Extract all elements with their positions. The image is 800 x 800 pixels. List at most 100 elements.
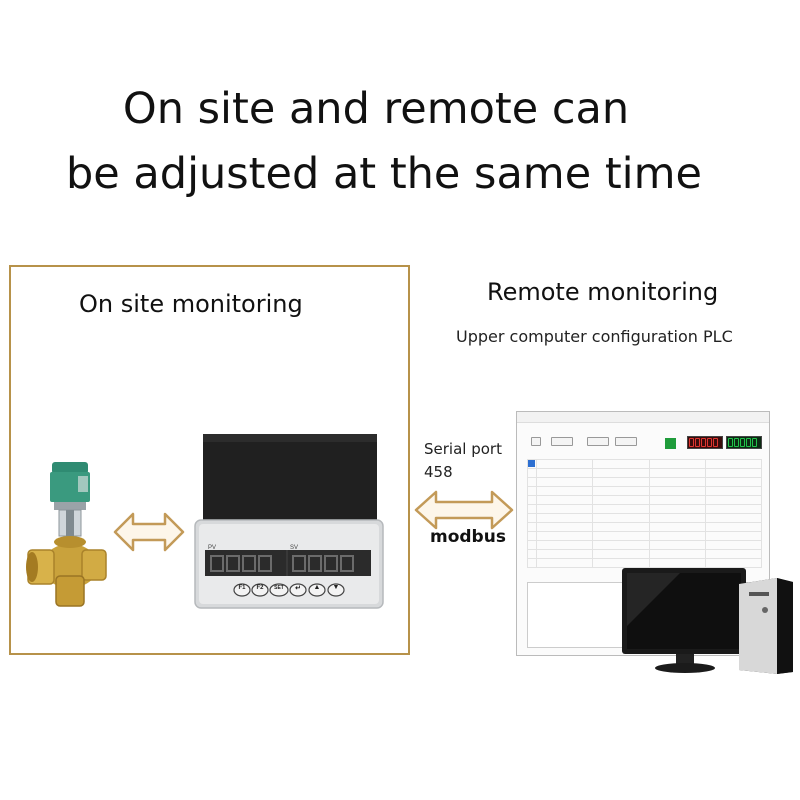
table-row bbox=[527, 531, 763, 541]
status-indicator bbox=[665, 438, 676, 449]
table-row bbox=[527, 477, 763, 487]
table-cell bbox=[704, 549, 763, 559]
controller-button-set[interactable]: SET bbox=[274, 585, 284, 591]
table-cell bbox=[704, 468, 763, 478]
table-cell bbox=[527, 531, 537, 541]
table-cell bbox=[704, 531, 763, 541]
controller-button-down[interactable]: ▼ bbox=[332, 584, 340, 591]
table-cell bbox=[648, 504, 706, 514]
table-cell bbox=[527, 549, 537, 559]
table-cell bbox=[592, 468, 650, 478]
table-cell bbox=[648, 486, 706, 496]
table-row bbox=[527, 486, 763, 496]
remote-subtitle: Upper computer configuration PLC bbox=[456, 327, 733, 346]
table-cell bbox=[535, 549, 594, 559]
controller-button-up[interactable]: ▲ bbox=[313, 584, 321, 591]
serial-port-number: 458 bbox=[424, 463, 453, 481]
table-cell bbox=[704, 504, 763, 514]
table-cell bbox=[535, 459, 594, 469]
table-cell bbox=[592, 459, 650, 469]
controller-sv-label: SV bbox=[290, 545, 299, 551]
serial-port-text: Serial port bbox=[424, 440, 502, 458]
table-cell bbox=[704, 459, 763, 469]
table-cell bbox=[527, 540, 537, 550]
table-cell bbox=[592, 522, 650, 532]
toolbar-button[interactable] bbox=[615, 437, 637, 446]
table-cell bbox=[592, 531, 650, 541]
table-row bbox=[527, 504, 763, 514]
table-cell bbox=[704, 513, 763, 523]
table-cell bbox=[704, 522, 763, 532]
double-arrow-icon bbox=[414, 490, 514, 530]
table-cell bbox=[535, 495, 594, 505]
onsite-title: On site monitoring bbox=[79, 290, 303, 318]
table-cell bbox=[527, 468, 537, 478]
table-cell bbox=[535, 504, 594, 514]
remote-title: Remote monitoring bbox=[487, 278, 719, 306]
table-cell bbox=[648, 468, 706, 478]
table-cell bbox=[527, 495, 537, 505]
table-cell bbox=[527, 513, 537, 523]
green-lcd-display bbox=[726, 436, 762, 449]
headline-line-2: be adjusted at the same time bbox=[66, 149, 702, 199]
table-cell bbox=[592, 486, 650, 496]
table-row bbox=[527, 459, 763, 469]
red-lcd-display bbox=[687, 436, 723, 449]
table-cell bbox=[592, 549, 650, 559]
table-cell bbox=[527, 486, 537, 496]
table-cell bbox=[535, 531, 594, 541]
controller-button-enter[interactable]: ↵ bbox=[295, 585, 301, 592]
toolbar-button[interactable] bbox=[551, 437, 573, 446]
headline-line-1: On site and remote can bbox=[122, 84, 630, 134]
controller-button-f1[interactable]: F1 bbox=[238, 585, 246, 591]
table-cell bbox=[648, 495, 706, 505]
table-cell bbox=[592, 513, 650, 523]
table-cell bbox=[592, 504, 650, 514]
table-row bbox=[527, 549, 763, 559]
table-row bbox=[527, 495, 763, 505]
table-cell bbox=[527, 558, 537, 568]
table-cell bbox=[648, 459, 706, 469]
table-cell bbox=[592, 540, 650, 550]
table-cell bbox=[535, 513, 594, 523]
table-cell bbox=[704, 477, 763, 487]
monitor-icon bbox=[622, 568, 746, 673]
table-cell bbox=[527, 477, 537, 487]
window-titlebar bbox=[517, 412, 769, 423]
controller-button-f2[interactable]: F2 bbox=[256, 585, 264, 591]
table-cell bbox=[535, 558, 594, 568]
table-row bbox=[527, 540, 763, 550]
table-cell bbox=[648, 549, 706, 559]
table-cell bbox=[592, 495, 650, 505]
parameter-table bbox=[527, 459, 763, 568]
table-cell bbox=[704, 495, 763, 505]
valve-icon bbox=[26, 462, 107, 607]
table-cell bbox=[648, 531, 706, 541]
table-cell bbox=[592, 477, 650, 487]
controller-pv-label: PV bbox=[208, 545, 217, 551]
table-cell bbox=[535, 522, 594, 532]
table-row bbox=[527, 522, 763, 532]
table-cell bbox=[704, 558, 763, 568]
table-cell bbox=[704, 486, 763, 496]
table-row bbox=[527, 558, 763, 568]
table-cell bbox=[535, 540, 594, 550]
protocol-label: modbus bbox=[430, 527, 506, 547]
pc-tower-icon bbox=[739, 578, 793, 674]
table-cell bbox=[535, 468, 594, 478]
table-cell bbox=[648, 540, 706, 550]
table-cell bbox=[648, 477, 706, 487]
table-cell bbox=[704, 540, 763, 550]
toolbar-button[interactable] bbox=[531, 437, 541, 446]
table-cell bbox=[535, 486, 594, 496]
table-row bbox=[527, 468, 763, 478]
table-cell bbox=[535, 477, 594, 487]
onsite-panel-frame bbox=[9, 265, 410, 655]
controller-icon bbox=[194, 434, 384, 609]
serial-port-label: Serial port 458 bbox=[424, 438, 502, 484]
toolbar-button[interactable] bbox=[587, 437, 609, 446]
table-cell bbox=[648, 513, 706, 523]
table-cell bbox=[648, 522, 706, 532]
double-arrow-icon bbox=[113, 512, 185, 552]
table-row bbox=[527, 513, 763, 523]
